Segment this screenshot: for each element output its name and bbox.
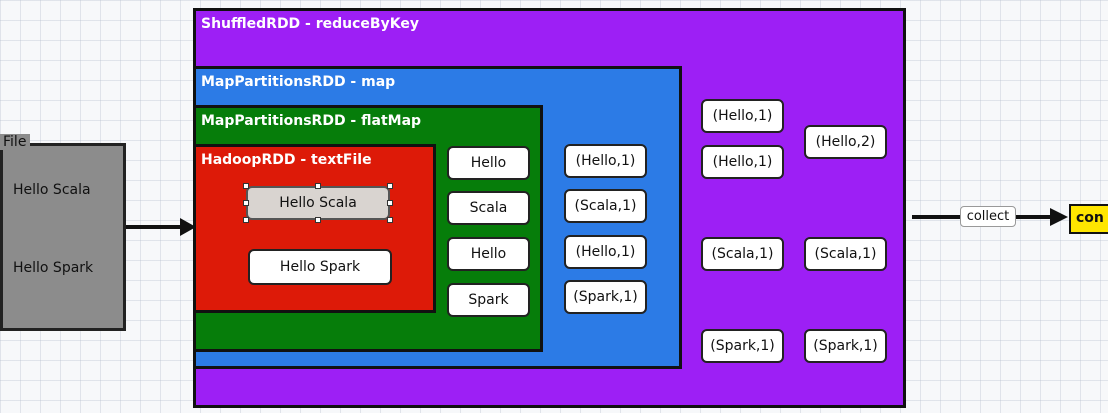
flatmap-item[interactable]: Scala — [447, 191, 530, 225]
hadoop-rdd-title: HadoopRDD - textFile — [201, 152, 372, 168]
shuffle-item[interactable]: (Hello,1) — [701, 99, 784, 133]
map-rdd-title: MapPartitionsRDD - map — [201, 74, 396, 90]
flatmap-item[interactable]: Spark — [447, 283, 530, 317]
file-line-1: Hello Scala — [13, 182, 91, 198]
map-item[interactable]: (Hello,1) — [564, 144, 647, 178]
textfile-item[interactable]: Hello Spark — [248, 249, 392, 285]
file-label: File — [0, 134, 31, 150]
map-item[interactable]: (Scala,1) — [564, 189, 647, 223]
flatmap-item[interactable]: Hello — [447, 146, 530, 180]
shuffle-item[interactable]: (Spark,1) — [701, 329, 784, 363]
result-box[interactable]: con — [1069, 204, 1108, 234]
selection-handle — [243, 183, 249, 189]
shuffled-rdd-title: ShuffledRDD - reduceByKey — [201, 16, 419, 32]
selection-handle — [387, 200, 393, 206]
arrow-file-to-rdd — [126, 218, 196, 236]
flatmap-rdd-title: MapPartitionsRDD - flatMap — [201, 113, 422, 129]
selection-handle — [387, 217, 393, 223]
selection-handle — [243, 217, 249, 223]
selection-handle — [315, 183, 321, 189]
selection-handle — [315, 217, 321, 223]
reduce-item[interactable]: (Spark,1) — [804, 329, 887, 363]
file-box: Hello Scala Hello Spark — [0, 143, 126, 331]
map-item[interactable]: (Spark,1) — [564, 280, 647, 314]
file-line-2: Hello Spark — [13, 260, 94, 276]
flatmap-item[interactable]: Hello — [447, 237, 530, 271]
result-label: con — [1076, 210, 1104, 226]
reduce-item[interactable]: (Hello,2) — [804, 125, 887, 159]
selection-handle — [243, 200, 249, 206]
shuffle-item[interactable]: (Hello,1) — [701, 145, 784, 179]
hadoop-rdd-box: HadoopRDD - textFile — [193, 144, 436, 313]
selection-handle — [387, 183, 393, 189]
map-item[interactable]: (Hello,1) — [564, 235, 647, 269]
textfile-item-selected[interactable]: Hello Scala — [246, 186, 390, 220]
collect-label: collect — [960, 206, 1016, 227]
reduce-item[interactable]: (Scala,1) — [804, 237, 887, 271]
shuffle-item[interactable]: (Scala,1) — [701, 237, 784, 271]
